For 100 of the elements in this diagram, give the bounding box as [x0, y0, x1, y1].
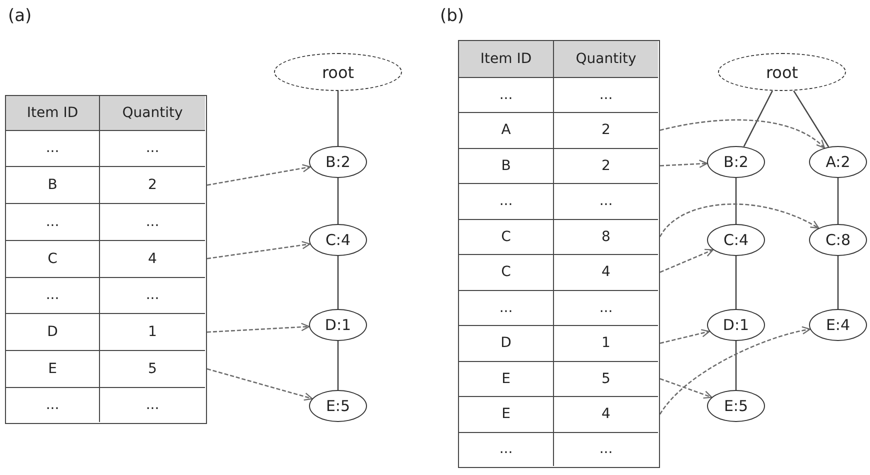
- tree-link: [743, 90, 773, 147]
- quantity-text: 8: [602, 228, 610, 245]
- dashed-arrow: [660, 119, 825, 148]
- item-id-text: ...: [499, 193, 513, 210]
- column-header: Quantity: [576, 50, 636, 67]
- item-id-text: D: [47, 324, 58, 340]
- tree-node-ellipse: D:1: [707, 309, 765, 341]
- tree-link: [837, 256, 839, 309]
- table-row: [459, 360, 658, 396]
- table-row: [459, 254, 658, 290]
- item-id-text: C: [48, 250, 58, 267]
- table-row: [6, 203, 205, 240]
- table-row: [459, 290, 658, 325]
- quantity-text: ...: [599, 441, 613, 457]
- table-row: [6, 386, 205, 422]
- tree-node-ellipse: E:4: [809, 309, 867, 341]
- table-row: [459, 325, 658, 360]
- quantity-text: 5: [148, 360, 157, 377]
- tree-node-ellipse: E:5: [707, 390, 765, 422]
- item-id-text: ...: [499, 300, 513, 316]
- root-node-ellipse: root: [274, 53, 402, 91]
- tree-link: [337, 341, 339, 390]
- dashed-arrow: [659, 204, 820, 238]
- tree-link: [735, 341, 737, 390]
- table-row: [6, 240, 205, 276]
- quantity-text: ...: [599, 86, 613, 103]
- quantity-text: 4: [148, 250, 157, 267]
- quantity-text: 1: [148, 324, 157, 340]
- table-row: [6, 350, 205, 387]
- dashed-arrow: [206, 240, 310, 260]
- tree-link: [735, 256, 737, 309]
- quantity-text: ...: [146, 140, 160, 156]
- quantity-text: 5: [602, 370, 610, 387]
- dashed-arrow: [660, 378, 712, 399]
- quantity-text: 4: [602, 406, 610, 422]
- item-id-text: E: [502, 370, 510, 387]
- item-id-text: ...: [46, 396, 60, 413]
- tree-node-ellipse: B:2: [309, 146, 367, 178]
- quantity-text: ...: [599, 300, 613, 316]
- quantity-text: 2: [602, 158, 610, 174]
- table-row: [459, 183, 658, 218]
- item-id-text: D: [500, 335, 512, 352]
- table-row: [459, 396, 658, 432]
- quantity-text: 4: [602, 264, 610, 280]
- tree-node-ellipse: E:5: [309, 390, 367, 422]
- table-row: [459, 76, 658, 112]
- item-id-text: E: [502, 406, 510, 422]
- dashed-arrow: [660, 329, 710, 344]
- table-row: [459, 148, 658, 183]
- table-row: [6, 130, 205, 166]
- tree-link: [337, 178, 339, 224]
- tree-node-ellipse: B:2: [707, 146, 765, 178]
- item-id-text: C: [501, 228, 511, 245]
- panel-label: (b): [440, 6, 464, 26]
- tree-node-ellipse: D:1: [309, 309, 367, 341]
- column-header: Item ID: [480, 50, 532, 67]
- quantity-text: 2: [148, 177, 157, 194]
- quantity-text: ...: [146, 214, 160, 230]
- tree-node-ellipse: C:4: [309, 224, 367, 256]
- tree-node-ellipse: A:2: [809, 146, 867, 178]
- item-id-text: ...: [499, 441, 513, 457]
- table-header-row: [459, 41, 658, 76]
- column-header: Item ID: [26, 104, 78, 121]
- tree-link: [793, 90, 830, 148]
- quantity-text: 2: [602, 122, 610, 138]
- item-id-text: ...: [46, 140, 60, 156]
- table-row: [459, 112, 658, 148]
- tree-node-ellipse: C:8: [809, 224, 867, 256]
- item-id-text: C: [501, 264, 511, 280]
- table-row: [6, 166, 205, 203]
- tree-link: [337, 256, 339, 309]
- table-row: [6, 276, 205, 314]
- quantity-text: 1: [602, 335, 610, 352]
- item-id-text: B: [501, 158, 511, 174]
- dashed-arrow: [206, 368, 313, 401]
- tree-link: [337, 91, 339, 146]
- quantity-text: ...: [146, 287, 160, 304]
- data-table: [458, 40, 660, 468]
- table-row: [6, 313, 205, 350]
- dashed-arrow: [660, 160, 708, 168]
- item-id-text: B: [48, 177, 58, 194]
- item-id-text: ...: [499, 86, 513, 103]
- item-id-text: ...: [46, 287, 60, 304]
- quantity-text: ...: [599, 193, 613, 210]
- table-row: [459, 218, 658, 254]
- data-table: [5, 95, 207, 424]
- tree-node-ellipse: C:4: [707, 224, 765, 256]
- item-id-text: E: [48, 360, 57, 377]
- column-header: Quantity: [122, 104, 183, 121]
- quantity-text: ...: [146, 396, 160, 413]
- dashed-arrow: [206, 164, 311, 186]
- dashed-arrow: [659, 326, 811, 415]
- item-id-text: ...: [46, 214, 60, 230]
- item-id-text: A: [501, 122, 511, 138]
- panel-label: (a): [8, 6, 32, 26]
- dashed-arrow: [206, 322, 310, 333]
- table-header-row: [6, 96, 205, 130]
- tree-link: [735, 178, 737, 224]
- table-row: [459, 432, 658, 466]
- tree-link: [837, 178, 839, 224]
